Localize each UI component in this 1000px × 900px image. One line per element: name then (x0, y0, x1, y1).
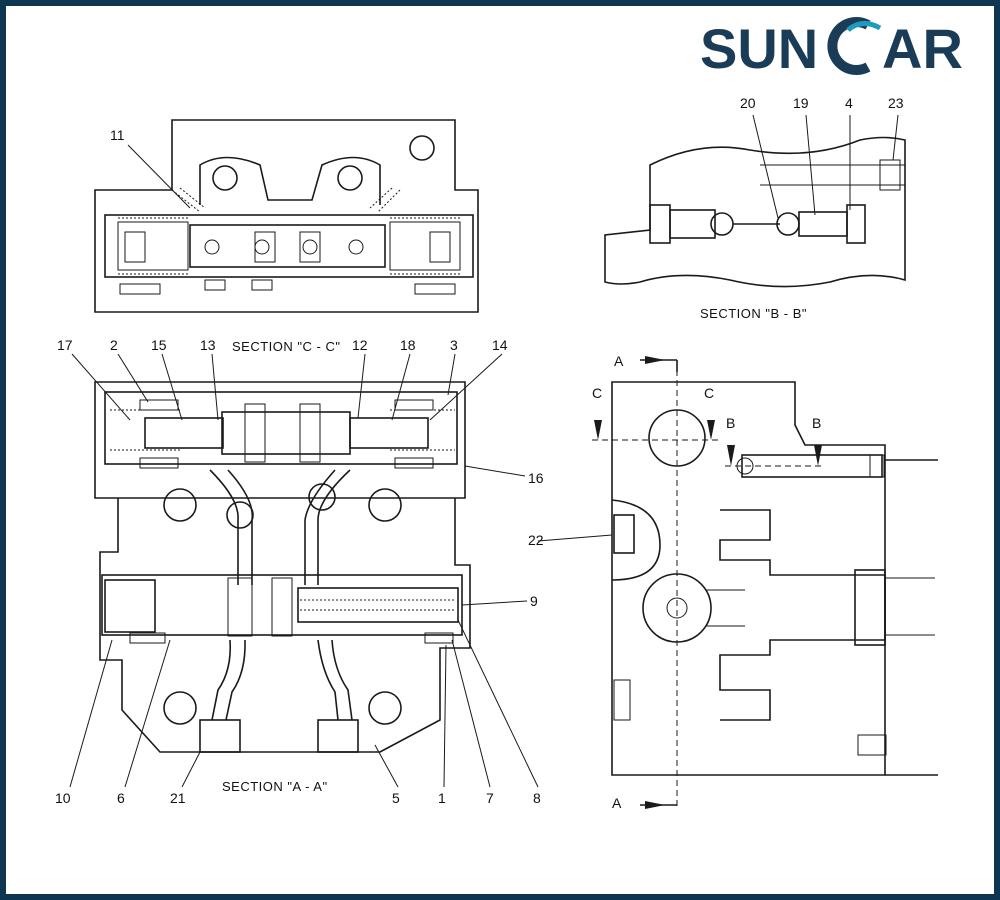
callout-16: 16 (528, 470, 544, 486)
callout-22: 22 (528, 532, 544, 548)
callout-15: 15 (151, 337, 167, 353)
section-a-a-title: SECTION "A - A" (222, 779, 328, 794)
section-mark-b-right: B (812, 415, 821, 431)
logo-text-car-rest: AR (882, 17, 963, 80)
callout-1: 1 (438, 790, 446, 806)
callout-6: 6 (117, 790, 125, 806)
callout-3: 3 (450, 337, 458, 353)
section-mark-c-right: C (704, 385, 714, 401)
callout-10: 10 (55, 790, 71, 806)
callout-21: 21 (170, 790, 186, 806)
callout-5: 5 (392, 790, 400, 806)
section-mark-a-top: A (614, 353, 624, 369)
callout-4: 4 (845, 95, 853, 111)
callout-23: 23 (888, 95, 904, 111)
callout-12: 12 (352, 337, 368, 353)
section-b-b-title: SECTION "B - B" (700, 306, 807, 321)
callout-13: 13 (200, 337, 216, 353)
callout-11: 11 (110, 127, 125, 143)
callout-14: 14 (492, 337, 508, 353)
callout-9: 9 (530, 593, 538, 609)
top-view-block (94, 119, 479, 313)
leader-lines (69, 144, 613, 788)
section-mark-a-bottom: A (612, 795, 622, 811)
callout-7: 7 (486, 790, 494, 806)
section-a-a-view (99, 469, 471, 753)
section-mark-b-left: B (726, 415, 735, 431)
side-view (592, 356, 938, 810)
section-mark-c-left: C (592, 385, 602, 401)
callout-8: 8 (533, 790, 541, 806)
logo-c-mark (827, 17, 882, 75)
callout-18: 18 (400, 337, 416, 353)
callout-19: 19 (793, 95, 809, 111)
callout-17: 17 (57, 337, 73, 353)
logo-text-sun: SUN (700, 17, 818, 80)
callout-20: 20 (740, 95, 756, 111)
suncar-logo: SUN AR (700, 17, 963, 80)
section-c-c-view (94, 381, 466, 499)
section-c-c-title: SECTION "C - C" (232, 339, 340, 354)
section-b-b-view (604, 114, 906, 288)
callout-2: 2 (110, 337, 118, 353)
